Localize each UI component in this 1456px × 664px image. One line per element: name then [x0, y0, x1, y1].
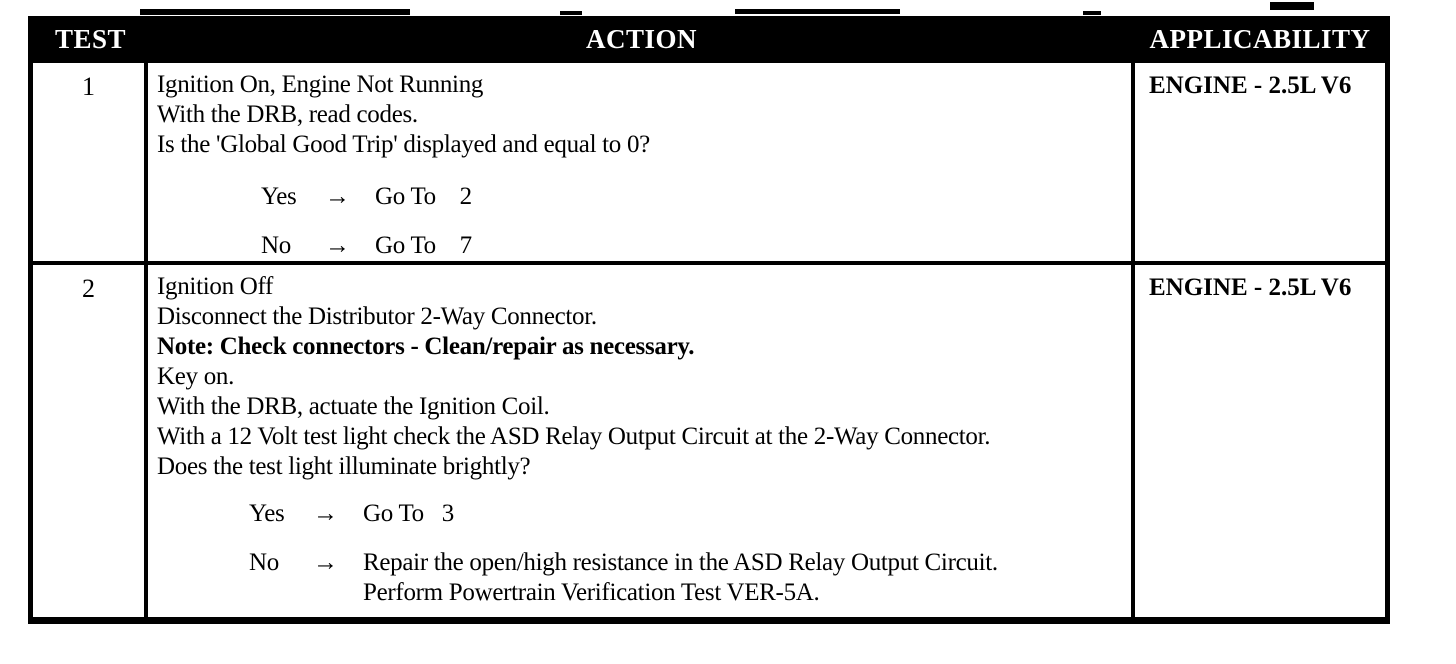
answer-result: Go To 3 [363, 499, 454, 529]
answer-result-line: Perform Powertrain Verification Test VER… [363, 579, 820, 606]
test-number-cell: 1 [33, 63, 148, 261]
answers-block: Yes → Go To 3 No → Repair the open/high … [157, 499, 1127, 608]
arrow-right-icon: → [313, 500, 338, 527]
action-line: Is the 'Global Good Trip' displayed and … [157, 131, 650, 158]
answer-label: No [261, 232, 291, 259]
action-cell: Ignition Off Disconnect the Distributor … [148, 265, 1135, 617]
scan-artifact [1083, 11, 1101, 15]
action-line-note: Note: Check connectors - Clean/repair as… [157, 333, 695, 360]
scan-artifact [560, 11, 582, 15]
answer-result: Go To 7 [375, 231, 472, 261]
scan-artifact [735, 9, 900, 14]
table-row-test-2: 2 Ignition Off Disconnect the Distributo… [33, 261, 1385, 617]
answer-result: Repair the open/high resistance in the A… [363, 548, 998, 608]
answer-row-yes: Yes → Go To 3 [157, 499, 1127, 529]
action-line: Disconnect the Distributor 2-Way Connect… [157, 303, 597, 330]
answers-block: Yes → Go To 2 No → Go To 7 [157, 182, 1127, 261]
test-number-cell: 2 [33, 265, 148, 617]
answer-row-no: No → Repair the open/high resistance in … [157, 548, 1127, 608]
answer-label: Yes [261, 183, 297, 210]
answer-row-no: No → Go To 7 [157, 231, 1127, 261]
action-line: Does the test light illuminate brightly? [157, 453, 531, 480]
table-header-row: TEST ACTION APPLICABILITY [33, 21, 1385, 59]
answer-result-line: Repair the open/high resistance in the A… [363, 549, 998, 576]
action-line: Key on. [157, 363, 235, 390]
table-row-test-1: 1 Ignition On, Engine Not Running With t… [33, 59, 1385, 261]
applicability-cell: ENGINE - 2.5L V6 [1149, 72, 1352, 99]
answer-row-yes: Yes → Go To 2 [157, 182, 1127, 212]
action-line: With the DRB, actuate the Ignition Coil. [157, 393, 550, 420]
arrow-right-icon: → [313, 549, 338, 576]
answer-result-line: Go To 3 [363, 500, 454, 527]
applicability-cell: ENGINE - 2.5L V6 [1149, 274, 1352, 301]
answer-label: No [249, 549, 279, 576]
arrow-right-icon: → [325, 183, 350, 210]
action-line: With the DRB, read codes. [157, 101, 418, 128]
scan-artifact [1270, 2, 1314, 10]
diagnostic-test-table: TEST ACTION APPLICABILITY 1 Ignition On,… [28, 16, 1390, 624]
action-line: Ignition On, Engine Not Running [157, 71, 484, 98]
action-line: Ignition Off [157, 273, 274, 300]
action-cell: Ignition On, Engine Not Running With the… [148, 63, 1135, 261]
answer-result: Go To 2 [375, 182, 472, 212]
arrow-right-icon: → [325, 232, 350, 259]
answer-label: Yes [249, 500, 285, 527]
column-header-test: TEST [54, 24, 127, 54]
scan-artifact [140, 9, 410, 15]
column-header-action: ACTION [585, 24, 697, 54]
answer-result-line: Go To 7 [375, 232, 472, 259]
action-line: With a 12 Volt test light check the ASD … [157, 423, 991, 450]
answer-result-line: Go To 2 [375, 183, 472, 210]
column-header-applicability: APPLICABILITY [1149, 24, 1371, 54]
